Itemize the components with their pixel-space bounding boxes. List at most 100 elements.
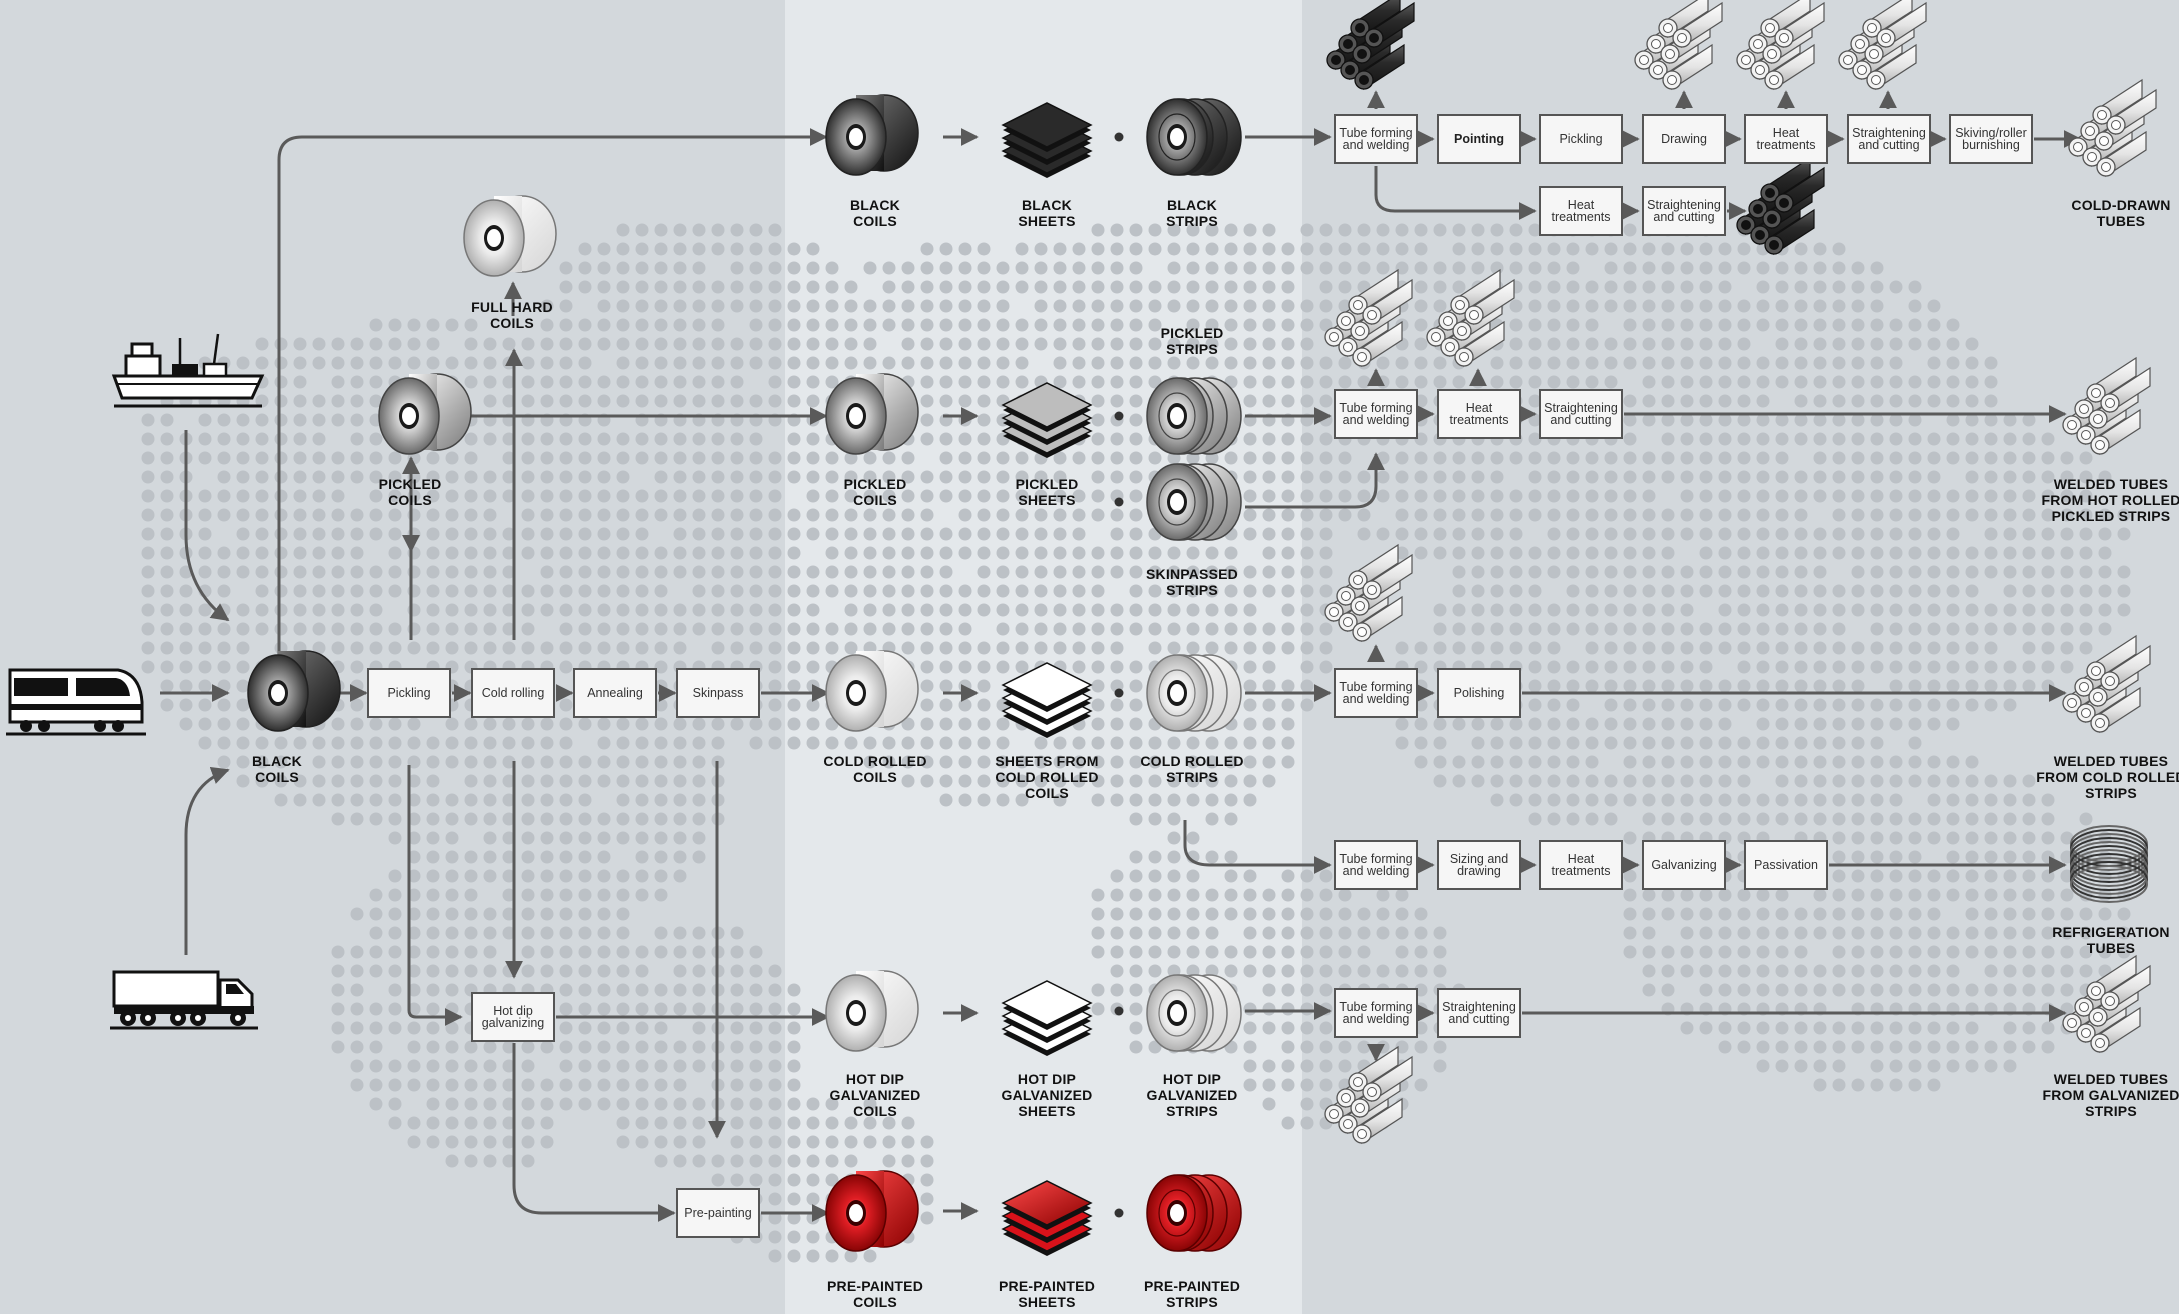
tube-bundle-icon-r2a (1324, 268, 1413, 368)
process-r2-straightening: Straightening and cutting (1539, 389, 1623, 439)
flow-arrow-30 (1183, 820, 1332, 874)
process-r5-straightening: Straightening and cutting (1437, 988, 1521, 1038)
process-r4-galvanizing: Galvanizing (1642, 840, 1726, 890)
process-r1-skiving: Skiving/roller burnishing (1949, 114, 2033, 164)
tube-bundle-icon-welded-hot (2062, 356, 2151, 456)
process-r1b-straightening: Straightening and cutting (1642, 186, 1726, 236)
connector-dot-4 (1114, 688, 1124, 698)
flow-arrows (160, 90, 2082, 1222)
flow-arrow-17 (512, 1043, 676, 1222)
label-cold-rolled-coils: COLD ROLLED COILS (823, 753, 927, 785)
flow-arrow-39 (1374, 166, 1537, 220)
label-pre-painted-strips: PRE-PAINTED STRIPS (1143, 1278, 1241, 1310)
strip-coil-icon-cold (1146, 654, 1242, 732)
label-full-hard-coils: FULL HARD COILS (471, 299, 553, 331)
label-pickled-coils-left: PICKLED COILS (378, 476, 442, 508)
coil-icon-pre-painted (825, 1170, 919, 1252)
label-sheets-from-cold-rolled: SHEETS FROM COLD ROLLED COILS (995, 753, 1099, 801)
tube-bundle-icon-cold-drawn (2068, 78, 2157, 178)
process-r3-tube-forming: Tube forming and welding (1334, 668, 1418, 718)
label-welded-hot-rolled: WELDED TUBES FROM HOT ROLLED PICKLED STR… (2041, 476, 2179, 524)
tube-bundle-icon-welded-galvanized (2062, 954, 2151, 1054)
label-skinpassed-strips: SKINPASSED STRIPS (1146, 566, 1238, 598)
connector-dot-3 (1114, 497, 1124, 507)
coil-icon-hot-dip (825, 970, 919, 1052)
process-r5-tube-forming: Tube forming and welding (1334, 988, 1418, 1038)
process-r1-tube-forming: Tube forming and welding (1334, 114, 1418, 164)
label-pre-painted-sheets: PRE-PAINTED SHEETS (998, 1278, 1096, 1310)
sheet-stack-icon-pre-painted (1001, 1180, 1093, 1256)
background-band-left (0, 0, 785, 1314)
label-cold-drawn-tubes: COLD-DRAWN TUBES (2071, 197, 2171, 229)
process-annealing: Annealing (573, 668, 657, 718)
process-r3-polishing: Polishing (1437, 668, 1521, 718)
tube-bundle-icon-r1d (1838, 0, 1927, 91)
tube-bundle-icon-r1a (1326, 0, 1415, 91)
coil-icon-full-hard (463, 195, 557, 277)
process-cold-rolling: Cold rolling (471, 668, 555, 718)
process-r4-heat-treatments: Heat treatments (1539, 840, 1623, 890)
flow-arrow-28 (1245, 452, 1385, 509)
flow-arrow-1 (184, 430, 230, 622)
label-pre-painted-coils: PRE-PAINTED COILS (826, 1278, 924, 1310)
process-r4-sizing-drawing: Sizing and drawing (1437, 840, 1521, 890)
truck-icon (110, 970, 258, 1030)
sheet-stack-icon-cold (1001, 662, 1093, 738)
label-hot-dip-sheets: HOT DIP GALVANIZED SHEETS (1001, 1071, 1093, 1119)
process-r4-tube-forming: Tube forming and welding (1334, 840, 1418, 890)
coil-icon-black-source (247, 650, 341, 732)
process-pre-painting: Pre-painting (676, 1188, 760, 1238)
process-r1-pickling: Pickling (1539, 114, 1623, 164)
label-pickled-coils: PICKLED COILS (843, 476, 907, 508)
label-refrigeration-tubes: REFRIGERATION TUBES (2052, 924, 2170, 956)
process-skinpass: Skinpass (676, 668, 760, 718)
label-cold-rolled-strips: COLD ROLLED STRIPS (1140, 753, 1244, 785)
process-pickling: Pickling (367, 668, 451, 718)
sheet-stack-icon-black (1001, 102, 1093, 178)
strip-coil-icon-skinpassed (1146, 463, 1242, 541)
process-r1-pointing: Pointing (1437, 114, 1521, 164)
coil-icon-cold-rolled (825, 650, 919, 732)
tube-bundle-icon-r2b (1426, 268, 1515, 368)
process-r2-heat-treatments: Heat treatments (1437, 389, 1521, 439)
tube-bundle-icon-r1b (1634, 0, 1723, 91)
flow-arrow-2 (184, 766, 230, 955)
strip-coil-icon-black (1146, 98, 1242, 176)
label-welded-cold-rolled: WELDED TUBES FROM COLD ROLLED STRIPS (2036, 753, 2179, 801)
label-pickled-strips: PICKLED STRIPS (1160, 325, 1224, 357)
connector-dot-6 (1114, 1208, 1124, 1218)
coil-icon-black (825, 94, 919, 176)
label-welded-galvanized: WELDED TUBES FROM GALVANIZED STRIPS (2042, 1071, 2179, 1119)
connector-dot-1 (1114, 132, 1124, 142)
train-icon (6, 668, 146, 736)
tube-bundle-icon-r1-lower (1736, 156, 1825, 256)
wire-coil-icon-refrigeration (2070, 825, 2148, 903)
tube-bundle-icon-r3 (1324, 543, 1413, 643)
ship-icon (111, 333, 265, 408)
label-black-coils-source: BLACK COILS (252, 753, 302, 785)
product-icons (6, 0, 2157, 1256)
strip-coil-icon-hot-dip (1146, 974, 1242, 1052)
label-black-sheets: BLACK SHEETS (1018, 197, 1076, 229)
tube-bundle-icon-r1c (1736, 0, 1825, 91)
tube-bundle-icon-welded-cold (2062, 634, 2151, 734)
process-r1-drawing: Drawing (1642, 114, 1726, 164)
sheet-stack-icon-pickled (1001, 382, 1093, 458)
strip-coil-icon-pickled (1146, 377, 1242, 455)
label-hot-dip-coils: HOT DIP GALVANIZED COILS (829, 1071, 921, 1119)
coil-icon-pickled-left (378, 373, 472, 455)
process-hot-dip-galvanizing: Hot dip galvanizing (471, 992, 555, 1042)
strip-coil-icon-pre-painted (1146, 1174, 1242, 1252)
coil-icon-pickled (825, 373, 919, 455)
label-pickled-sheets: PICKLED SHEETS (1015, 476, 1079, 508)
process-r4-passivation: Passivation (1744, 840, 1828, 890)
process-r2-tube-forming: Tube forming and welding (1334, 389, 1418, 439)
flow-arrow-15 (407, 765, 463, 1026)
tube-bundle-icon-r5 (1324, 1045, 1413, 1145)
process-r1-straightening: Straightening and cutting (1847, 114, 1931, 164)
process-r1b-heat-treatments: Heat treatments (1539, 186, 1623, 236)
flow-arrow-9 (277, 128, 828, 660)
process-r1-heat-treatments: Heat treatments (1744, 114, 1828, 164)
label-black-coils: BLACK COILS (850, 197, 900, 229)
